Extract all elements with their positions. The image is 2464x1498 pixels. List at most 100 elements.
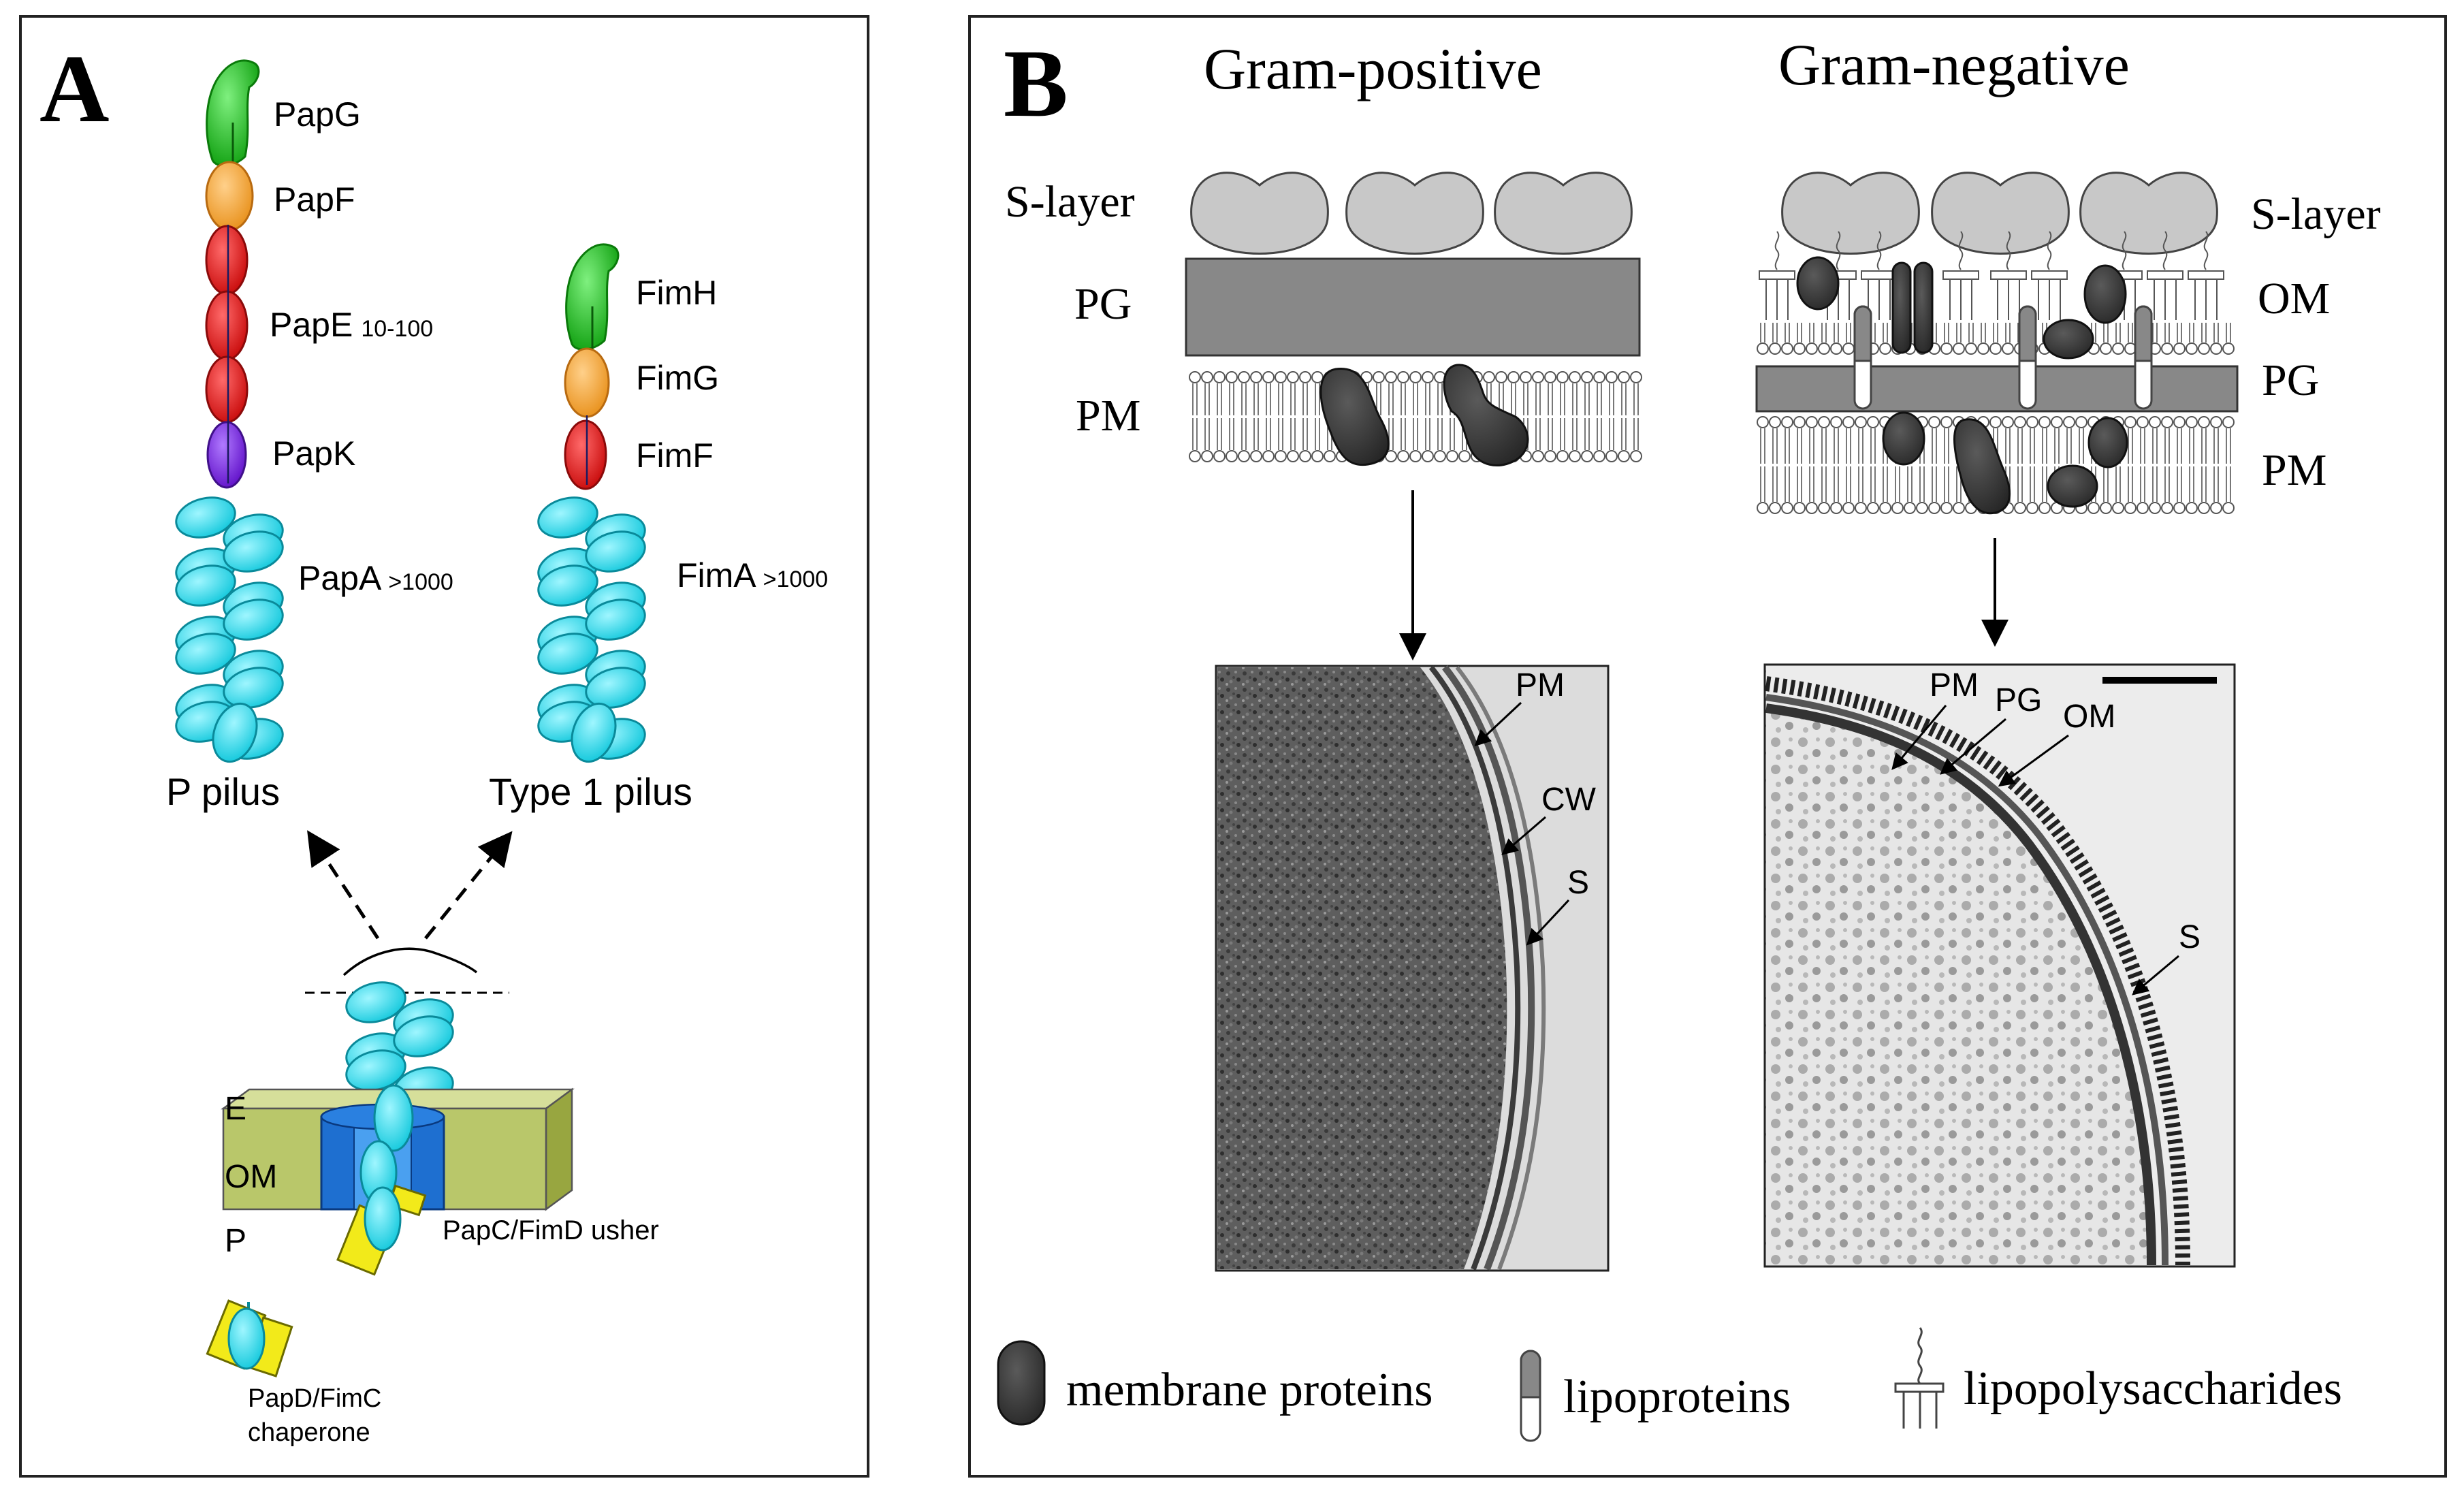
papa-count: >1000 bbox=[388, 569, 453, 595]
gn-em-om-pointer bbox=[1998, 734, 2069, 787]
papa-subunit bbox=[223, 667, 284, 709]
gn-em-pg-pointer bbox=[1940, 718, 2006, 775]
type1-pilus bbox=[537, 243, 646, 763]
usher-subunit bbox=[373, 1084, 414, 1152]
pape-label: PapE 10-100 bbox=[270, 306, 433, 344]
pape-count: 10-100 bbox=[361, 316, 433, 342]
gn-pm-label: PM bbox=[2262, 445, 2326, 495]
fimg-label: FimG bbox=[636, 359, 719, 397]
fima-subunit bbox=[537, 633, 598, 675]
legend: membrane proteins lipoproteins lipopolys… bbox=[997, 1327, 2342, 1442]
papa-name: PapA bbox=[298, 559, 382, 597]
s-layer-unit bbox=[1781, 172, 1920, 255]
gn-em-pm-label: PM bbox=[1930, 667, 1979, 703]
fima-subunit bbox=[585, 599, 646, 641]
panel-b-frame bbox=[968, 15, 2447, 1478]
fima-subunit bbox=[571, 702, 617, 763]
papk-label: PapK bbox=[272, 434, 355, 473]
gn-s-layer bbox=[1781, 172, 2218, 255]
panel-b-letter: B bbox=[1004, 29, 1068, 137]
gp-membrane-protein bbox=[1443, 364, 1529, 466]
s-layer-unit bbox=[2079, 172, 2218, 255]
gp-em-pm-label: PM bbox=[1516, 667, 1565, 703]
label-om: OM bbox=[225, 1159, 277, 1195]
chaperone-complex-usher bbox=[336, 1184, 427, 1276]
dashed-arrow-left bbox=[307, 830, 380, 940]
fima-count: >1000 bbox=[763, 567, 829, 592]
gn-em-s-label: S bbox=[2179, 919, 2201, 955]
gp-pm-label: PM bbox=[1076, 391, 1140, 441]
panel-a-frame bbox=[19, 15, 869, 1478]
papa-subunit bbox=[175, 564, 236, 607]
gp-micrograph bbox=[1215, 665, 1610, 1272]
gp-em-cw-label: CW bbox=[1541, 782, 1597, 818]
papa-subunit bbox=[223, 599, 284, 641]
s-layer-unit bbox=[1190, 172, 1329, 255]
gp-em-cw-pointer bbox=[1501, 816, 1546, 855]
legend-lps-icon bbox=[1894, 1327, 1945, 1429]
pape-name: PapE bbox=[270, 306, 353, 344]
pape-subunit bbox=[205, 225, 249, 296]
gn-om-label: OM bbox=[2258, 274, 2330, 323]
p-pilus-label: P pilus bbox=[166, 770, 280, 813]
label-e: E bbox=[225, 1091, 246, 1127]
gn-em-om-label: OM bbox=[2063, 699, 2115, 735]
gp-peptidoglycan bbox=[1185, 257, 1641, 357]
type1-pilus-label: Type 1 pilus bbox=[489, 770, 692, 813]
papf-label: PapF bbox=[274, 180, 355, 219]
legend-membrane-proteins: membrane proteins bbox=[1066, 1364, 1433, 1416]
gn-pm-protein bbox=[2087, 417, 2128, 468]
fima-name: FimA bbox=[677, 556, 756, 594]
gp-em-pm-pointer bbox=[1474, 701, 1522, 747]
fimh-subunit bbox=[565, 243, 620, 354]
chaperone-label-line2: chaperone bbox=[248, 1418, 370, 1447]
fima-subunit bbox=[585, 667, 646, 709]
legend-membrane-protein-icon bbox=[997, 1340, 1046, 1426]
gram-positive-title: Gram-positive bbox=[1204, 36, 1542, 101]
gn-pm-protein bbox=[2047, 464, 2098, 508]
assembly-subunit bbox=[345, 981, 406, 1023]
usher-label: PapC/FimD usher bbox=[443, 1215, 659, 1245]
panel-a-letter: A bbox=[39, 35, 110, 142]
gn-pm-protein bbox=[1882, 411, 1925, 466]
papa-label: PapA>1000 bbox=[298, 559, 453, 597]
gn-lipoproteins bbox=[1853, 305, 2153, 410]
fimf-label: FimF bbox=[636, 436, 714, 475]
gn-pg-label: PG bbox=[2262, 355, 2319, 405]
papa-subunit bbox=[212, 702, 258, 763]
legend-lipoprotein-icon bbox=[1520, 1350, 1541, 1442]
pape-subunit bbox=[205, 355, 249, 424]
label-p: P bbox=[225, 1223, 246, 1259]
gram-negative-envelope bbox=[1755, 172, 2239, 515]
fima-subunit bbox=[537, 496, 598, 539]
gn-om-protein bbox=[2043, 319, 2094, 360]
chaperone-label-line1: PapD/FimC bbox=[248, 1384, 381, 1413]
papa-rod bbox=[175, 496, 284, 763]
gn-em-s-pointer bbox=[2132, 955, 2179, 995]
gn-om-protein bbox=[2083, 264, 2127, 324]
fimh-label: FimH bbox=[636, 274, 717, 312]
papa-subunit bbox=[175, 633, 236, 675]
pape-subunit bbox=[205, 290, 249, 361]
gn-peptidoglycan bbox=[1755, 365, 2239, 413]
papg-label: PapG bbox=[274, 95, 361, 133]
papf-subunit bbox=[205, 161, 254, 232]
fimf-subunit bbox=[564, 419, 607, 490]
gp-plasma-membrane bbox=[1189, 371, 1642, 462]
legend-lipopolysaccharides: lipopolysaccharides bbox=[1964, 1362, 2342, 1415]
fima-subunit bbox=[585, 530, 646, 573]
gn-om-porin bbox=[1913, 261, 1934, 354]
papa-subunit bbox=[175, 496, 236, 539]
s-layer-unit bbox=[1345, 172, 1484, 255]
gn-pm-protein bbox=[1953, 418, 2011, 515]
dashed-arrow-right bbox=[424, 831, 513, 940]
gn-em-pm-pointer bbox=[1891, 705, 1947, 770]
p-pilus bbox=[175, 59, 284, 763]
gram-positive-envelope bbox=[1185, 172, 1642, 466]
fima-rod bbox=[537, 496, 646, 763]
gram-negative-title: Gram-negative bbox=[1778, 32, 2130, 97]
fima-label: FimA >1000 bbox=[677, 556, 828, 594]
gp-s-layer bbox=[1190, 172, 1633, 255]
gn-om-protein bbox=[1796, 256, 1840, 310]
